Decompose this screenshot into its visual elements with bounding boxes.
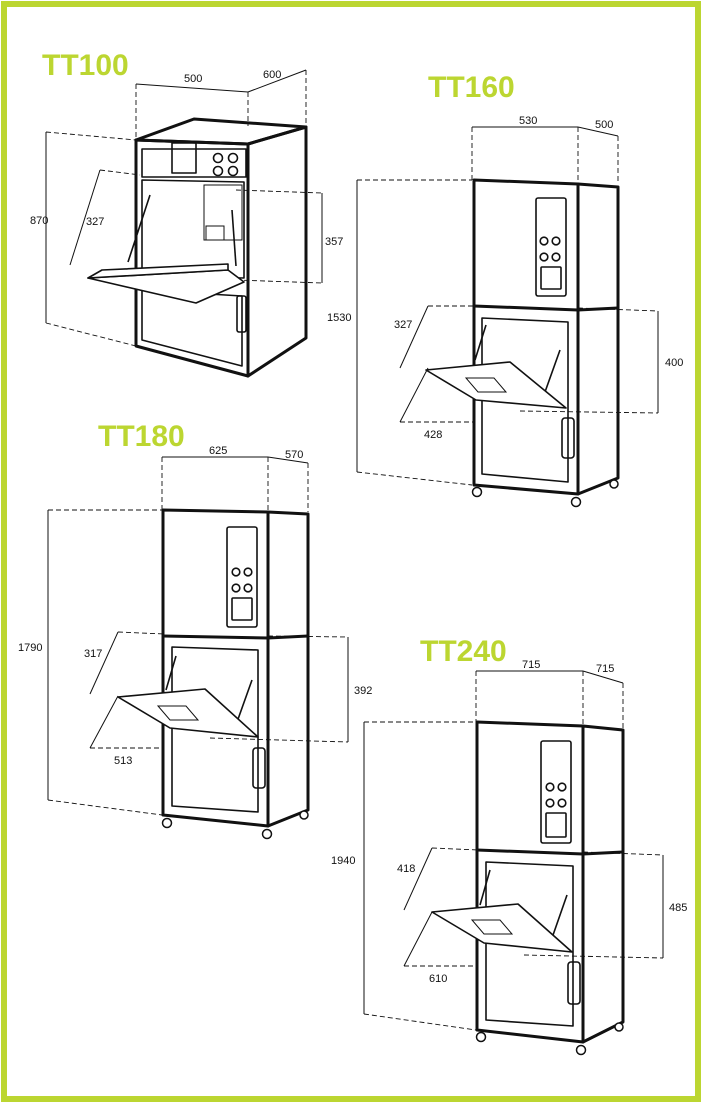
unit-title-tt160: TT160 [428, 71, 515, 104]
tt180-height-label: 1790 [18, 642, 42, 654]
tt160-height-label: 1530 [327, 312, 351, 324]
tt100-opening-height-label: 357 [325, 236, 343, 248]
tt180-width-label: 625 [209, 445, 227, 457]
tt160-cabinet [471, 178, 620, 508]
tt180-tray [117, 655, 259, 738]
unit-tt180: TT180 625 570 1790 317 392 513 [18, 420, 372, 840]
tt180-cabinet [161, 508, 310, 840]
tt100-depth-label: 600 [263, 69, 281, 81]
tt240-tray [431, 869, 573, 953]
tt240-height-label: 1940 [331, 855, 355, 867]
unit-tt160: TT160 530 500 1530 327 400 428 [327, 71, 683, 508]
tt180-depth-label: 570 [285, 449, 303, 461]
tt240-cabinet [475, 720, 625, 1056]
tt240-tray-width-label: 610 [429, 973, 447, 985]
tt100-tray [87, 194, 245, 304]
tt180-opening-height-label: 392 [354, 685, 372, 697]
tt100-tray-depth-label: 327 [86, 216, 104, 228]
unit-tt100: TT100 500 600 870 327 357 [30, 49, 343, 378]
tt100-cabinet [134, 117, 308, 378]
unit-tt240: TT240 715 715 1940 418 485 610 [331, 635, 687, 1056]
tt160-depth-label: 500 [595, 119, 613, 131]
unit-title-tt100: TT100 [42, 49, 129, 82]
tt100-width-label: 500 [184, 73, 202, 85]
tt240-tray-depth-label: 418 [397, 863, 415, 875]
unit-title-tt240: TT240 [420, 635, 507, 668]
tt160-dimension-lines [356, 126, 659, 486]
tt160-width-label: 530 [519, 115, 537, 127]
tt160-tray-depth-label: 327 [394, 319, 412, 331]
tt100-dimension-lines [45, 69, 323, 347]
tt100-height-label: 870 [30, 215, 48, 227]
tt240-depth-label: 715 [596, 663, 614, 675]
tt160-tray-width-label: 428 [424, 429, 442, 441]
tt240-opening-height-label: 485 [669, 902, 687, 914]
tt240-width-label: 715 [522, 659, 540, 671]
tt160-opening-height-label: 400 [665, 357, 683, 369]
tt180-tray-depth-label: 317 [84, 648, 102, 660]
unit-title-tt180: TT180 [98, 420, 185, 453]
tt160-tray [425, 324, 567, 409]
tt180-tray-width-label: 513 [114, 755, 132, 767]
